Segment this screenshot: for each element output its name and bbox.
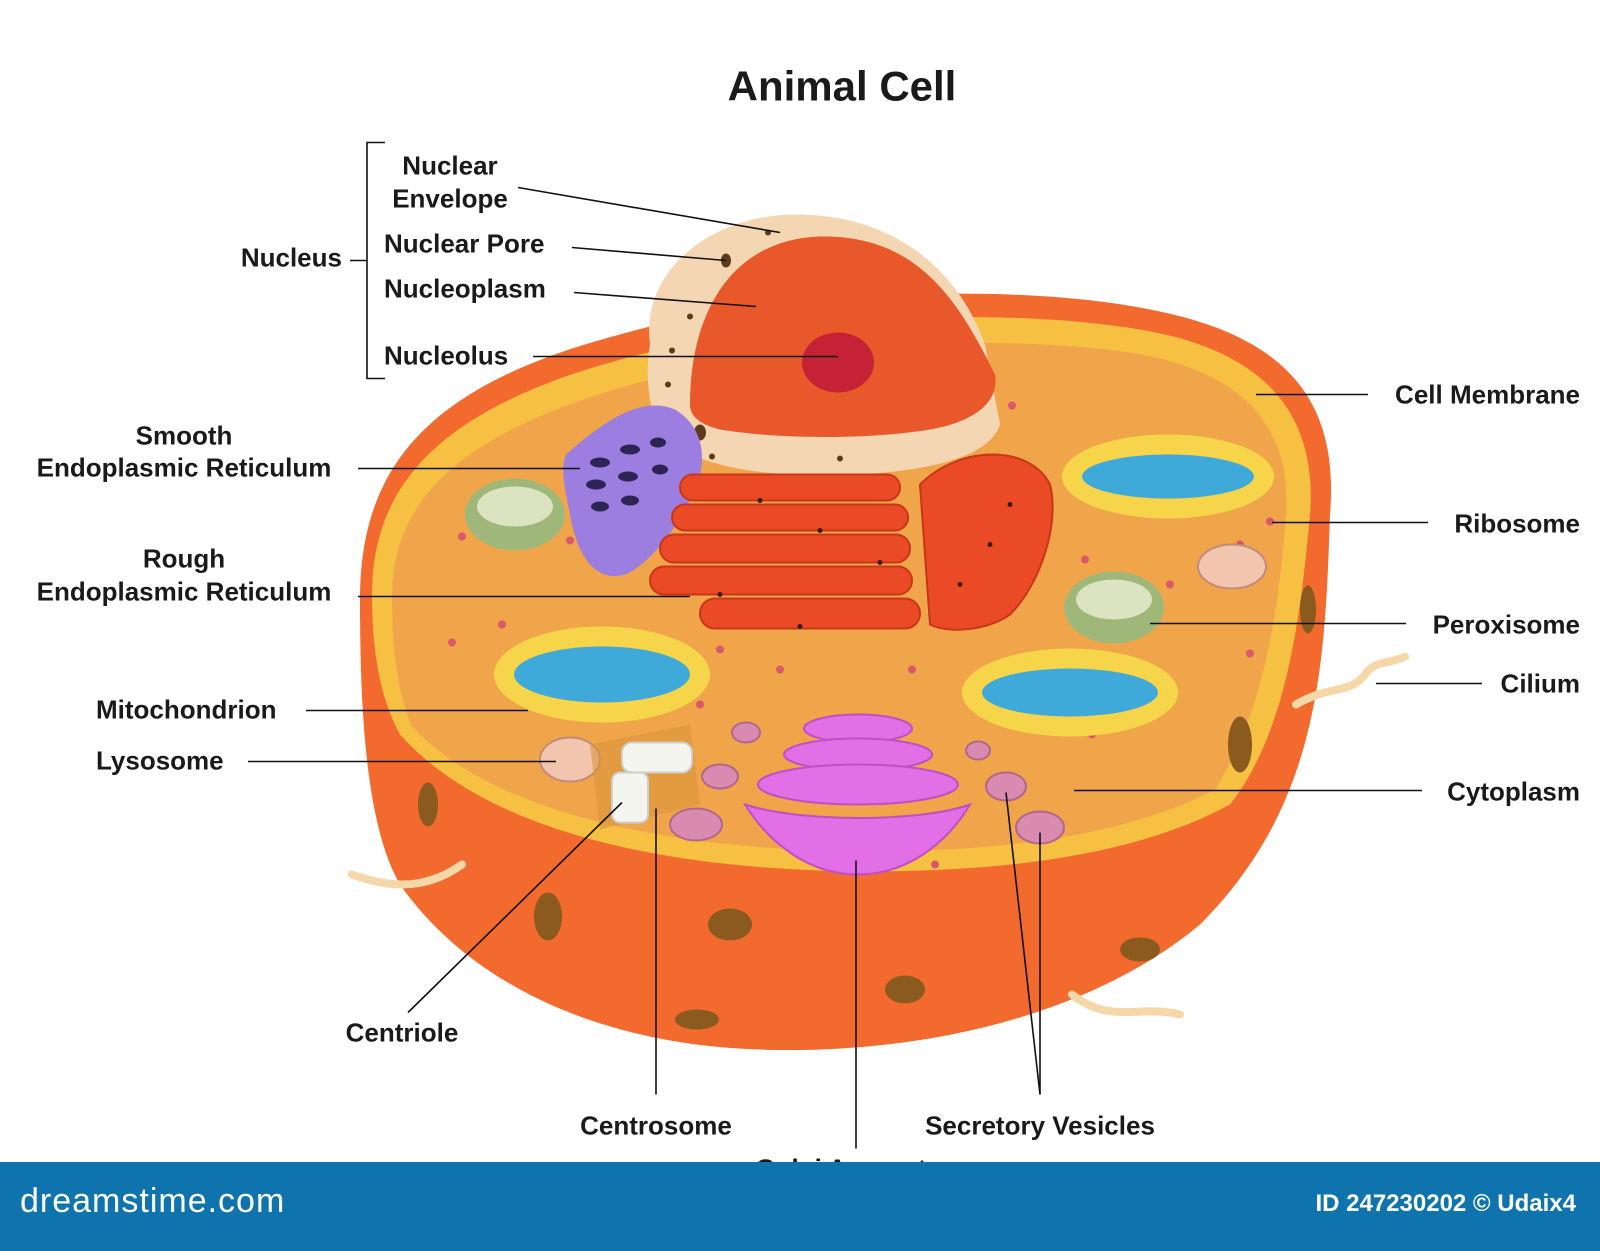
label-nuclear-pore: Nuclear Pore	[384, 229, 544, 259]
label-cytoplasm: Cytoplasm	[1447, 777, 1580, 807]
leader-lines	[248, 141, 1482, 1149]
rough-er	[649, 453, 1054, 631]
mitochondrion-left	[494, 626, 710, 723]
label-cilium: Cilium	[1501, 669, 1580, 699]
mitochondrion-right-bottom	[962, 648, 1178, 737]
label-ribosome: Ribosome	[1454, 509, 1580, 539]
label-peroxisome: Peroxisome	[1433, 610, 1580, 640]
nucleus	[647, 214, 1000, 476]
peroxisome-left	[465, 478, 565, 551]
cilia	[348, 652, 1409, 1019]
lysosome	[539, 736, 601, 783]
label-cell-membrane: Cell Membrane	[1395, 380, 1580, 410]
vesicle-right	[1197, 543, 1267, 590]
label-rough-er-2: Endoplasmic Reticulum	[37, 577, 332, 607]
label-nucleolus: Nucleolus	[384, 341, 508, 371]
label-smooth-er-2: Endoplasmic Reticulum	[37, 453, 332, 483]
centriole	[621, 741, 693, 774]
label-nucleoplasm: Nucleoplasm	[384, 274, 546, 304]
label-secretory-vesicles: Secretory Vesicles	[925, 1111, 1155, 1141]
watermark-footer: dreamstime.com ID 247230202 © Udaix4	[0, 1162, 1600, 1251]
label-rough-er-1: Rough	[143, 544, 225, 574]
label-nuclear-envelope-2: Envelope	[392, 184, 508, 214]
golgi-apparatus	[742, 713, 973, 876]
label-mitochondrion: Mitochondrion	[96, 695, 277, 725]
label-lysosome: Lysosome	[96, 746, 224, 776]
label-centrosome: Centrosome	[580, 1111, 732, 1141]
secretory-vesicles	[669, 721, 1065, 845]
smooth-er	[563, 405, 703, 577]
peroxisome-right	[1064, 571, 1164, 644]
label-smooth-er-1: Smooth	[136, 421, 233, 451]
rough-er-ribosomes	[717, 498, 1013, 629]
centrosome	[590, 724, 700, 830]
image-credit: ID 247230202 © Udaix4	[1315, 1190, 1576, 1217]
diagram-title: Animal Cell	[728, 63, 957, 110]
label-nucleus: Nucleus	[241, 243, 342, 273]
nucleolus	[802, 332, 874, 393]
membrane-pores	[418, 585, 1316, 1030]
mitochondrion-right-top	[1062, 434, 1274, 519]
label-centriole: Centriole	[346, 1018, 459, 1048]
labels: Nucleus Nuclear Envelope Nuclear Pore Nu…	[37, 151, 1580, 1184]
label-nuclear-envelope-1: Nuclear	[402, 151, 497, 181]
brand-logo: dreamstime.com	[20, 1182, 286, 1220]
